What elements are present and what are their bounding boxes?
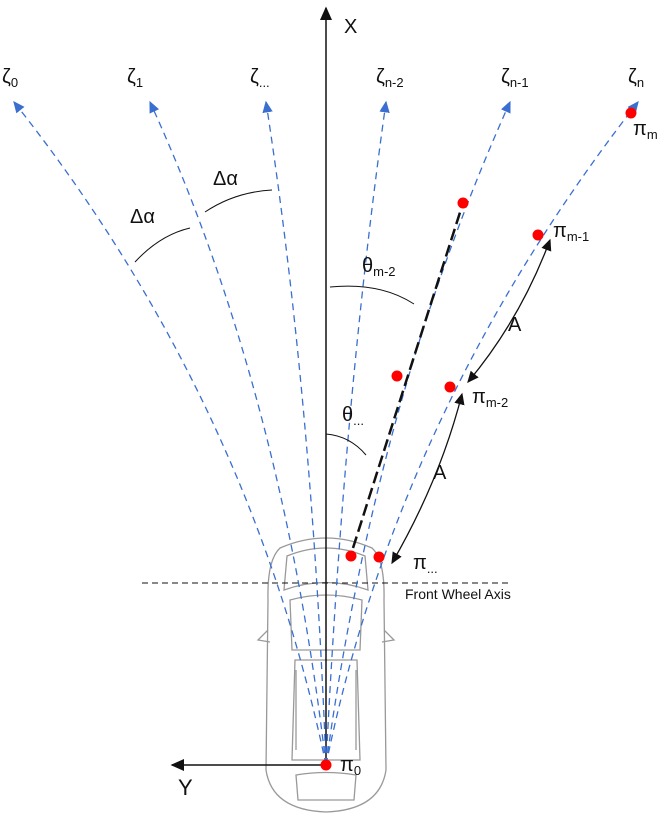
front-wheel-axis-label: Front Wheel Axis bbox=[405, 586, 511, 602]
distance-arrow-2 bbox=[391, 392, 465, 565]
point-pi-dots bbox=[373, 551, 385, 563]
label-delta-alpha-2: Δα bbox=[213, 168, 238, 190]
label-distance-a-2: A bbox=[433, 462, 447, 484]
label-zeta-0: ζ0 bbox=[2, 66, 19, 90]
label-pi-dots: π... bbox=[413, 552, 438, 576]
trajectory-zeta-0 bbox=[13, 100, 327, 766]
label-pi-m: πm bbox=[633, 118, 658, 142]
segment-point-bottom bbox=[345, 550, 357, 562]
label-pi-m-2: πm-2 bbox=[472, 386, 509, 410]
trajectory-zeta-n-1 bbox=[325, 100, 511, 766]
y-axis-label: Y bbox=[178, 775, 193, 800]
segment-point-top bbox=[457, 197, 469, 209]
theta-dots-arc bbox=[325, 433, 367, 456]
distance-arrow-1 bbox=[467, 238, 552, 383]
label-theta-dots: θ... bbox=[342, 404, 364, 428]
selected-segment bbox=[351, 202, 465, 549]
label-pi-0: π0 bbox=[340, 754, 362, 778]
theta-m-2-arc bbox=[329, 285, 415, 305]
segment-point-mid bbox=[391, 370, 403, 382]
label-zeta-n: ζn bbox=[628, 66, 645, 90]
x-axis-label: X bbox=[344, 16, 358, 38]
point-pi-m-1 bbox=[532, 229, 544, 241]
point-pi-m-2 bbox=[444, 381, 456, 393]
label-zeta-1: ζ1 bbox=[127, 66, 144, 90]
label-delta-alpha-1: Δα bbox=[130, 206, 155, 228]
trajectory-zeta-n-2 bbox=[325, 100, 390, 766]
point-pi-m bbox=[625, 107, 637, 119]
delta-alpha-arc-2 bbox=[204, 189, 273, 213]
trajectory-zeta-1 bbox=[149, 100, 327, 766]
label-zeta-n-1: ζn-1 bbox=[501, 66, 529, 90]
label-theta-m-2: θm-2 bbox=[362, 255, 396, 279]
label-distance-a-1: A bbox=[508, 314, 522, 336]
point-pi-0 bbox=[320, 759, 332, 771]
label-zeta-n-2: ζn-2 bbox=[376, 66, 404, 90]
delta-alpha-arc-1 bbox=[134, 227, 191, 263]
label-pi-m-1: πm-1 bbox=[553, 220, 590, 244]
trajectory-zeta-dots bbox=[262, 100, 327, 766]
label-zeta-dots: ζ... bbox=[250, 66, 270, 90]
